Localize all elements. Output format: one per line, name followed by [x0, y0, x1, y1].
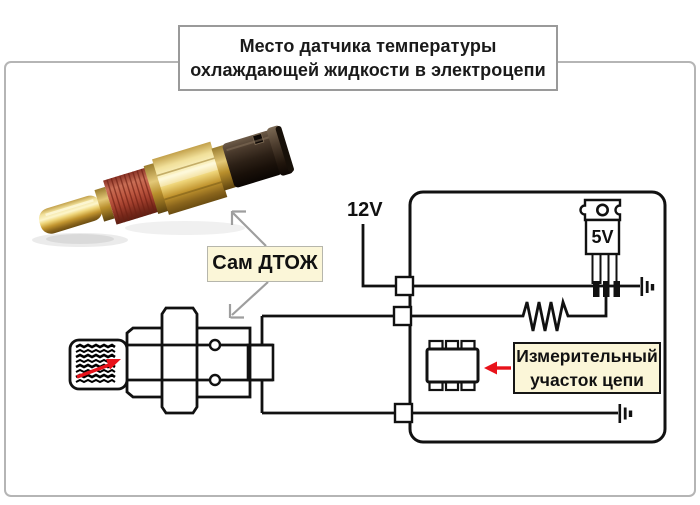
supply-voltage-label: 12V — [347, 199, 383, 221]
sensor-schematic — [68, 306, 275, 415]
schematic-terminal-2 — [208, 373, 222, 387]
ecu-pin-3 — [393, 402, 414, 424]
sensor-callout-text: Сам ДТОЖ — [212, 252, 318, 274]
sensor-connector — [222, 130, 282, 188]
wire-signal-with-resistor — [262, 295, 608, 332]
ecu-pin-squares — [392, 275, 415, 424]
title-box: Место датчика температуры охлаждающей жи… — [178, 25, 558, 91]
measurement-arrow-icon — [484, 361, 511, 375]
measurement-callout-line-1: Измерительный — [516, 346, 658, 366]
title-line-2: охлаждающей жидкости в электроцепи — [190, 60, 546, 80]
ecu-pin-1 — [394, 275, 415, 297]
measurement-chip — [425, 339, 480, 392]
wire-12v-to-ground-rail — [361, 224, 640, 288]
measurement-callout-label: Измерительный участок цепи — [513, 342, 661, 394]
schematic-hex-nut — [160, 306, 199, 415]
schematic-connector — [246, 343, 275, 382]
measurement-callout-line-2: участок цепи — [530, 370, 644, 390]
regulator-leg-tips — [593, 281, 620, 297]
circuit-wires — [260, 224, 640, 415]
ground-icon-top — [640, 277, 655, 296]
sensor-probe-tip — [38, 195, 103, 234]
regulator-voltage-label: 5V — [591, 227, 613, 247]
ground-icon-bottom — [618, 404, 633, 423]
callout-arrow-to-photo — [230, 210, 267, 247]
title-line-1: Место датчика температуры — [239, 36, 497, 56]
callout-arrow-to-schematic — [228, 281, 269, 319]
ecu-pin-2 — [392, 305, 413, 327]
sensor-callout-label: Сам ДТОЖ — [207, 246, 323, 282]
thread-flow-arrow-icon — [76, 359, 121, 379]
schematic-terminal-1 — [208, 338, 222, 352]
regulator-mounting-hole — [595, 203, 609, 217]
coolant-temp-sensor-photo — [32, 125, 294, 247]
voltage-regulator-5v: 5V — [579, 198, 622, 297]
